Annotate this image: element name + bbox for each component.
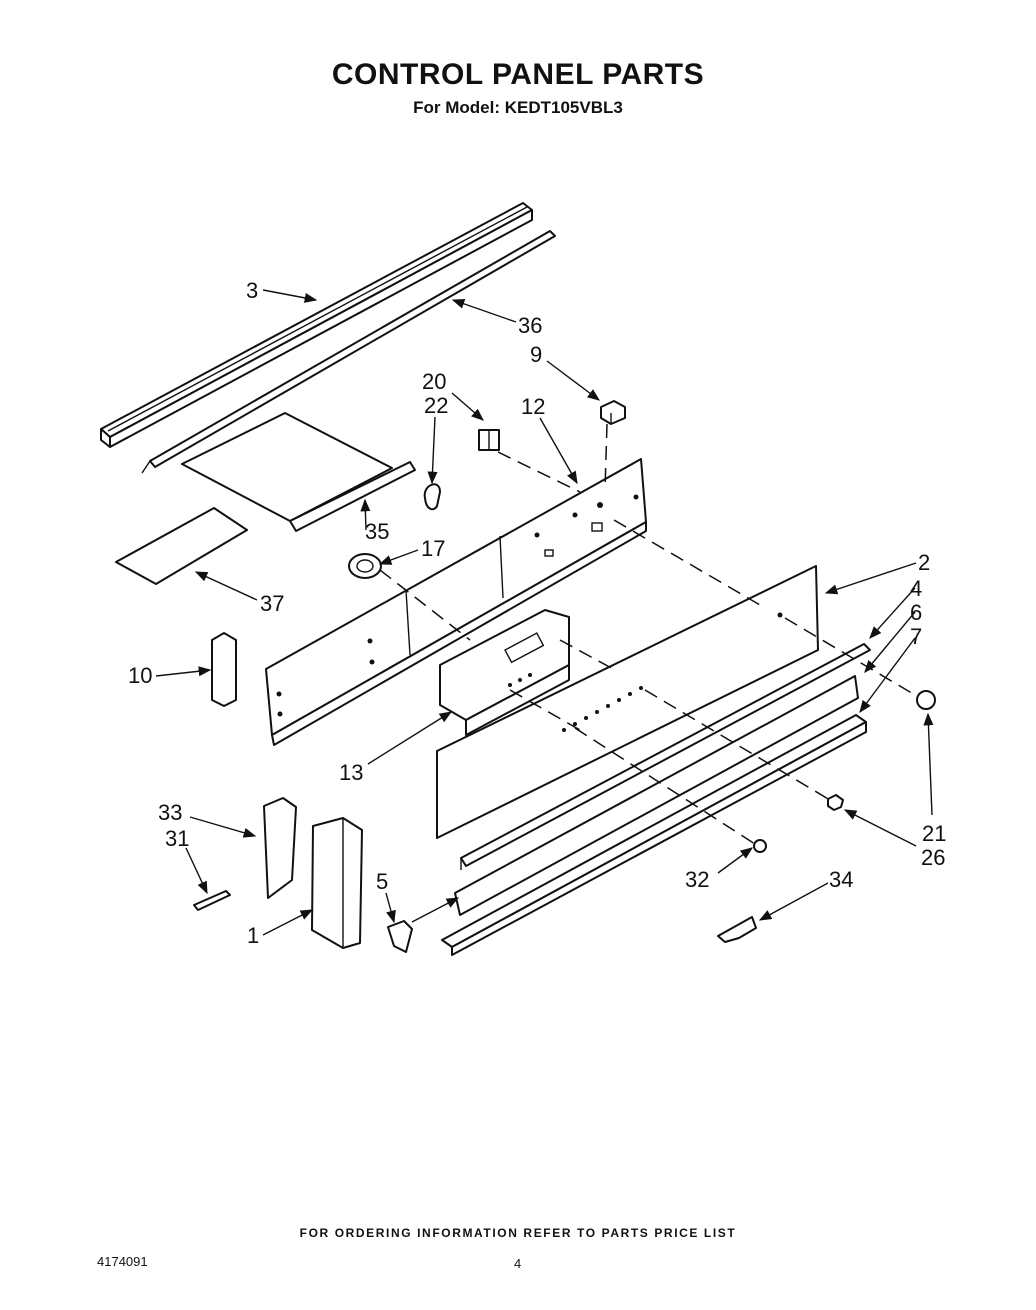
page-title: CONTROL PANEL PARTS	[331, 58, 705, 91]
callout-26: 26	[921, 845, 945, 870]
callout-17: 17	[421, 536, 445, 561]
callout-20: 20	[422, 369, 446, 394]
part-1-end-cap	[311, 817, 363, 949]
callout-7: 7	[910, 624, 922, 649]
callout-22: 22	[424, 393, 448, 418]
assembly-lines	[379, 423, 916, 845]
callout-10: 10	[128, 663, 152, 688]
part-34-bracket	[717, 916, 757, 943]
part-37-sheet	[115, 507, 248, 585]
callout-21: 21	[922, 821, 946, 846]
part-17-component	[348, 553, 382, 579]
part-13-electronic-control	[439, 609, 570, 736]
callout-2: 2	[918, 550, 930, 575]
part-20-switch	[478, 429, 500, 451]
callout-35: 35	[365, 519, 389, 544]
part-4-trim	[460, 643, 871, 870]
page-number: 4	[514, 1256, 522, 1271]
ordering-note: FOR ORDERING INFORMATION REFER TO PARTS …	[299, 1226, 737, 1240]
callout-labels: 3 36 9 20 22 12 35 17 2 4 37 6 7 10 13 3…	[128, 278, 946, 948]
part-33-piece	[263, 797, 297, 899]
callout-6: 6	[910, 600, 922, 625]
part-7-bottom-channel	[441, 714, 867, 956]
callout-37: 37	[260, 591, 284, 616]
callout-4: 4	[910, 576, 922, 601]
callout-33: 33	[158, 800, 182, 825]
part-21-knob	[916, 690, 936, 710]
callout-12: 12	[521, 394, 545, 419]
part-2-glass-panel	[436, 565, 819, 839]
callout-5: 5	[376, 869, 388, 894]
callout-36: 36	[518, 313, 542, 338]
callout-13: 13	[339, 760, 363, 785]
callout-1: 1	[247, 923, 259, 948]
part-36-strip	[141, 230, 556, 474]
leader-arrows	[155, 289, 934, 936]
document-number: 4174091	[97, 1254, 148, 1269]
part-10-bracket	[211, 632, 237, 707]
part-26-nut	[827, 794, 844, 811]
part-22-clip	[423, 483, 441, 511]
part-5-piece	[387, 920, 413, 953]
part-32-screw	[753, 839, 767, 853]
callout-32: 32	[685, 867, 709, 892]
part-9-block	[600, 400, 626, 425]
callout-31: 31	[165, 826, 189, 851]
callout-34: 34	[829, 867, 853, 892]
model-subtitle: For Model: KEDT105VBL3	[413, 98, 623, 117]
part-12-panel-frame	[265, 458, 647, 746]
part-35-insulation	[181, 412, 416, 532]
part-31-piece	[193, 890, 231, 911]
callout-3: 3	[246, 278, 258, 303]
callout-9: 9	[530, 342, 542, 367]
part-3-top-channel	[100, 202, 533, 448]
